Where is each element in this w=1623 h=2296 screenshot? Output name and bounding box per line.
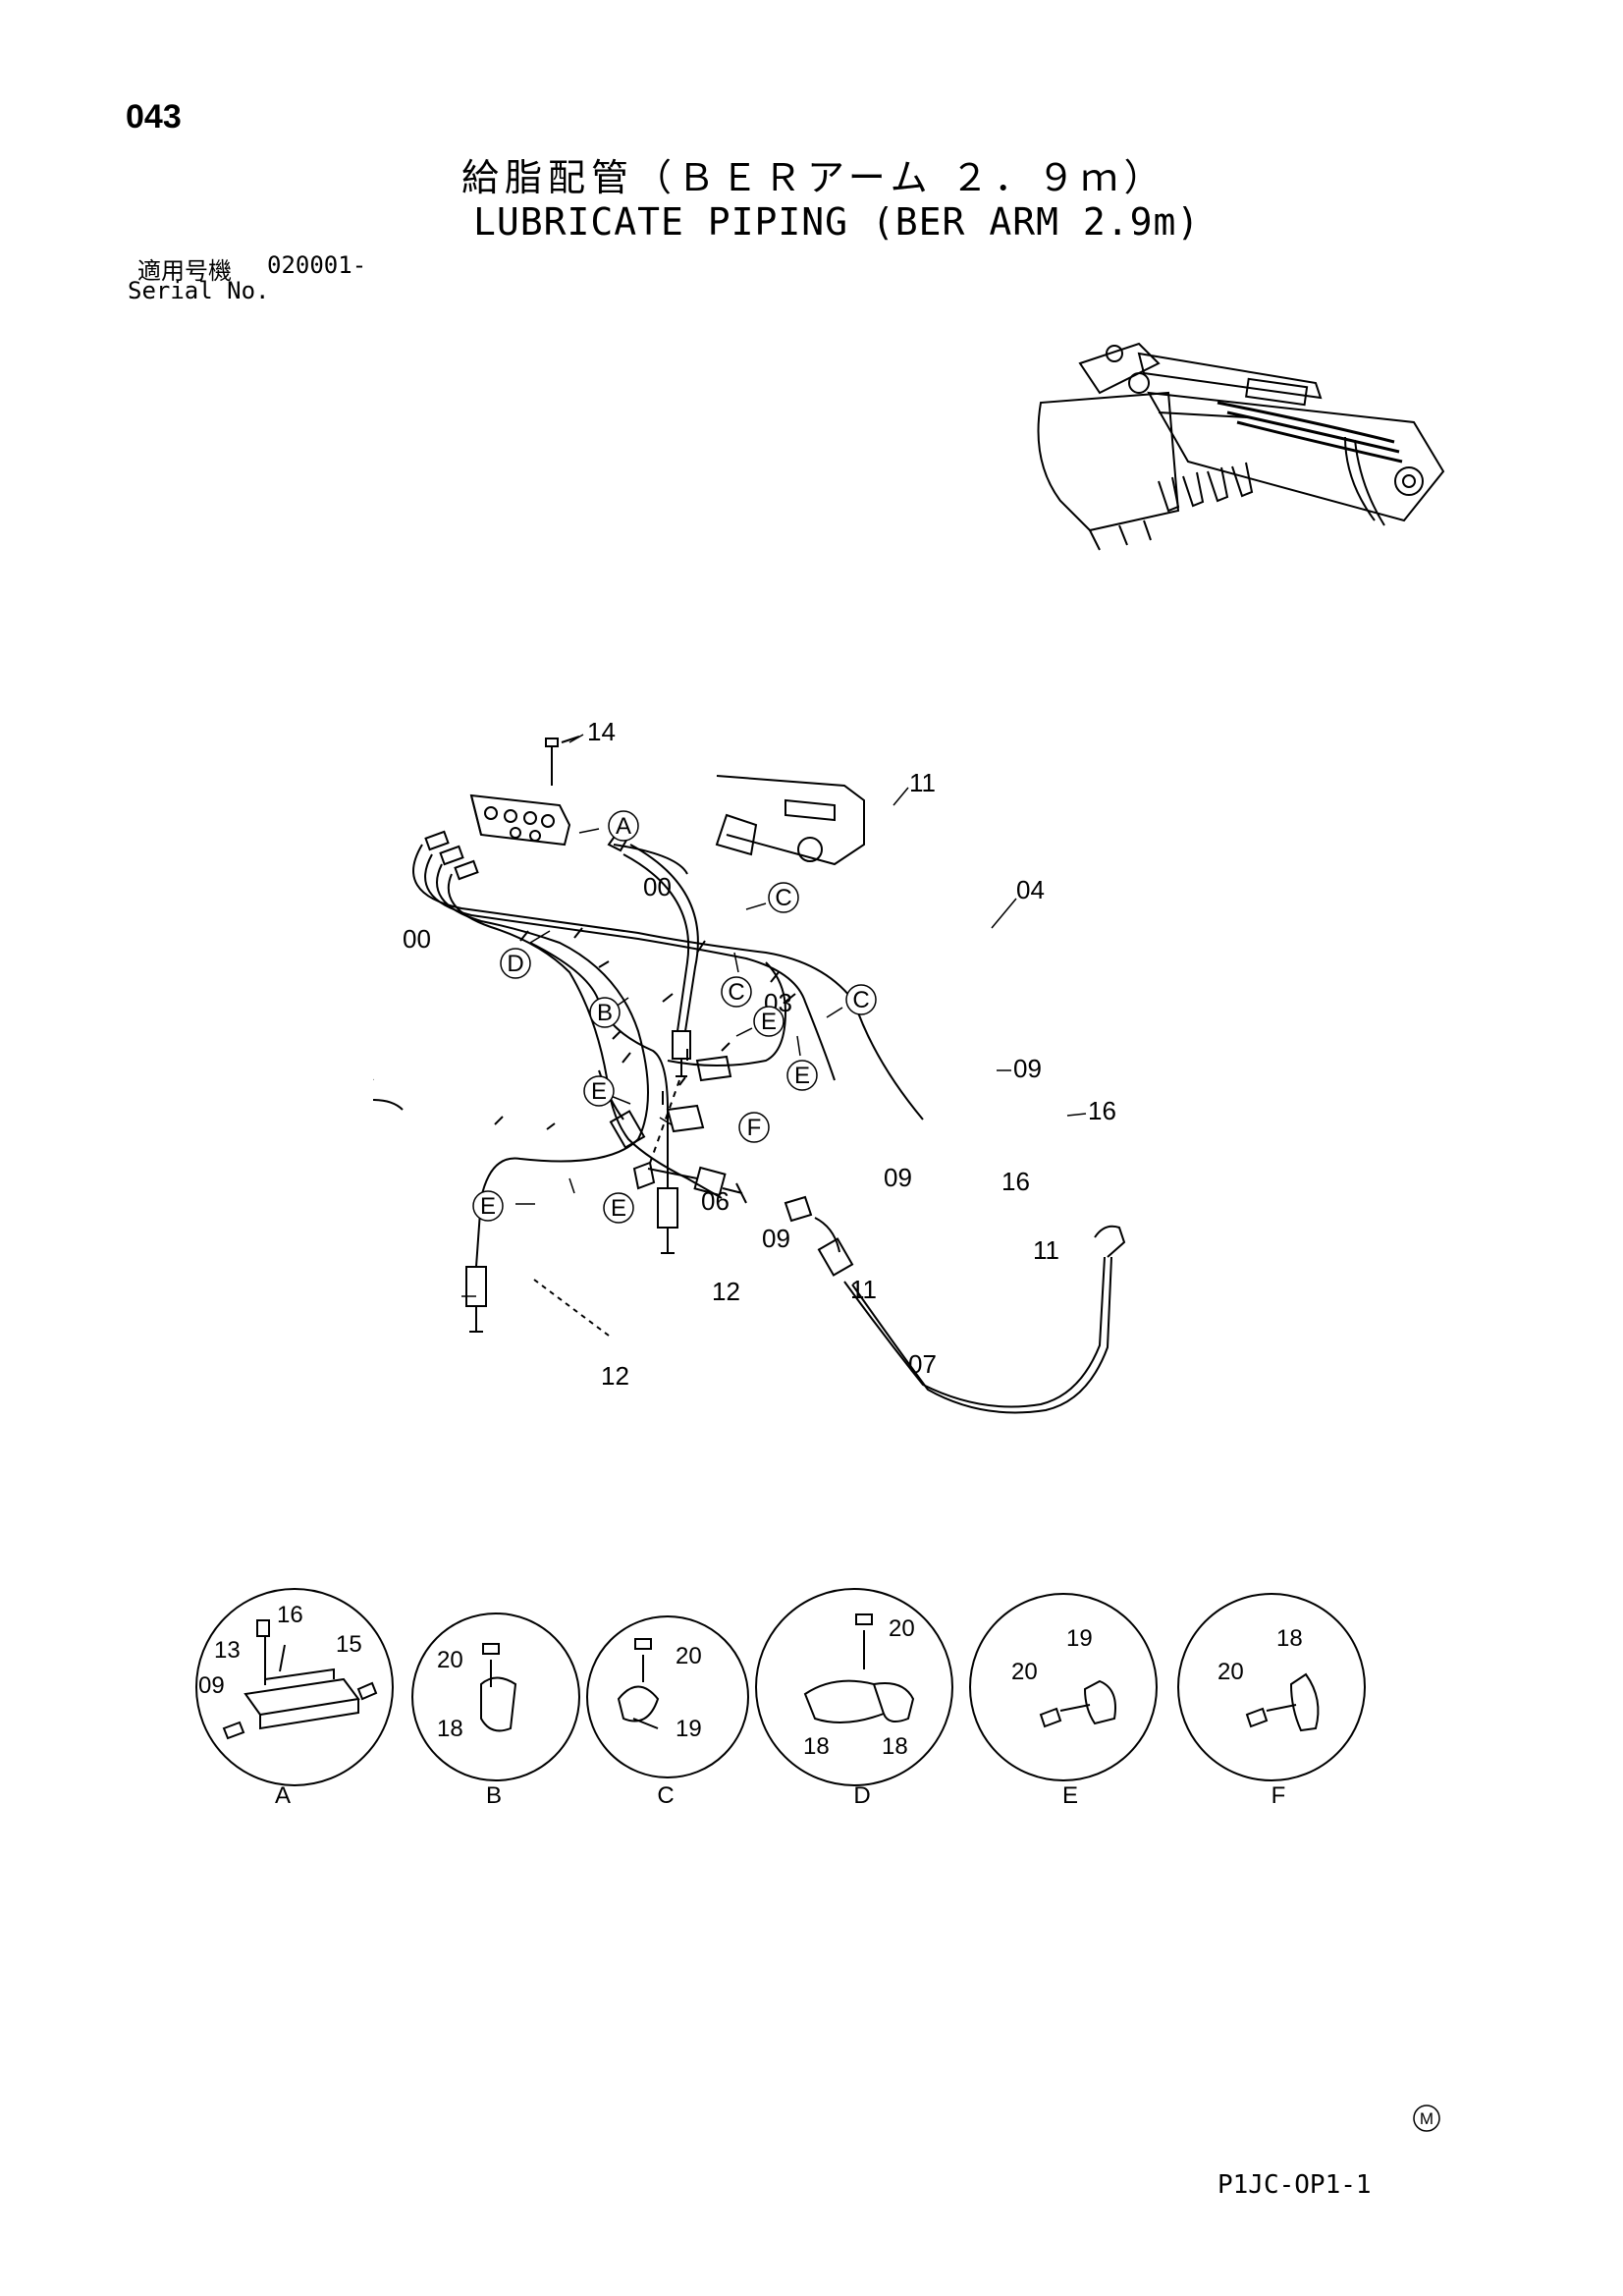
- arm-overview-illustration: [1037, 342, 1445, 551]
- part-label: 16: [1001, 1167, 1030, 1196]
- callout-e: E: [583, 1075, 631, 1107]
- callout-e: E: [472, 1190, 535, 1222]
- detail-letter: C: [657, 1782, 674, 1807]
- svg-text:M: M: [1420, 2109, 1434, 2128]
- callout-c: C: [826, 984, 877, 1018]
- svg-text:F: F: [747, 1115, 762, 1141]
- detail-a: 16 13 15 09 A: [195, 1588, 394, 1807]
- serial-label-english: Serial No.: [128, 277, 270, 304]
- part-label: 07: [908, 1349, 937, 1379]
- part-label: 20: [1217, 1659, 1244, 1685]
- part-label: 09: [762, 1224, 790, 1253]
- part-label: 09: [198, 1672, 225, 1699]
- part-label: 18: [882, 1733, 908, 1760]
- svg-text:A: A: [616, 813, 631, 840]
- detail-letter: F: [1271, 1782, 1286, 1807]
- svg-text:E: E: [611, 1195, 626, 1222]
- part-label: 11: [909, 768, 936, 797]
- part-label: 20: [437, 1647, 463, 1673]
- detail-letter: A: [275, 1782, 291, 1807]
- part-label: 18: [437, 1716, 463, 1742]
- m-mark-icon: M: [1413, 2105, 1440, 2132]
- main-diagram-labels: 14 11 04 00 00 09 09 16 16 03 06 09 11 1…: [403, 717, 1116, 1391]
- part-label: 12: [601, 1361, 629, 1391]
- document-code: P1JC-OP1-1: [1217, 2170, 1372, 2200]
- title-japanese: 給脂配管（ＢＥＲアーム ２．９ｍ）: [461, 156, 1167, 199]
- part-label: 00: [643, 872, 672, 902]
- part-label: 20: [1011, 1659, 1038, 1685]
- part-label: 04: [1016, 875, 1045, 904]
- callout-e: E: [735, 1006, 784, 1037]
- part-label: 13: [214, 1637, 241, 1664]
- detail-letter: D: [853, 1782, 870, 1807]
- detail-b: 20 18 B: [411, 1613, 580, 1807]
- svg-text:B: B: [597, 1000, 613, 1026]
- part-label: 00: [403, 924, 431, 954]
- callout-c: C: [745, 882, 799, 913]
- part-label: 19: [676, 1716, 702, 1742]
- callout-a: A: [578, 810, 639, 842]
- part-label: 19: [1066, 1625, 1093, 1652]
- callout-b: B: [589, 997, 629, 1028]
- callout-e: E: [786, 1035, 818, 1091]
- distributor-block: [469, 793, 571, 847]
- detail-views: 16 13 15 09 A 20 18 B 20 19 C: [195, 1588, 1366, 1807]
- part-label: 18: [1276, 1625, 1303, 1652]
- part-label: 20: [676, 1643, 702, 1669]
- svg-text:E: E: [794, 1063, 810, 1089]
- detail-letter: E: [1062, 1782, 1078, 1807]
- part-label: 11: [1033, 1235, 1059, 1265]
- callout-c: C: [721, 952, 752, 1008]
- svg-text:C: C: [852, 987, 869, 1013]
- title-english: LUBRICATE PIPING (BER ARM 2.9m): [473, 200, 1201, 244]
- callout-e: E: [568, 1177, 634, 1224]
- part-label: 18: [803, 1733, 830, 1760]
- part-label: 11: [850, 1275, 877, 1304]
- callout-f: F: [659, 1112, 770, 1143]
- part-label: 14: [587, 717, 616, 746]
- page-number: 043: [126, 98, 182, 136]
- detail-letter: B: [486, 1782, 502, 1807]
- svg-text:C: C: [728, 979, 744, 1006]
- svg-text:C: C: [775, 885, 791, 911]
- part-label: 20: [889, 1615, 915, 1642]
- part-label: 12: [712, 1277, 740, 1306]
- part-label: 15: [336, 1631, 362, 1658]
- svg-text:E: E: [480, 1193, 496, 1220]
- detail-d: 20 18 18 D: [755, 1588, 953, 1807]
- part-label: 16: [1088, 1096, 1116, 1125]
- part-label: 06: [701, 1186, 730, 1216]
- svg-text:E: E: [761, 1009, 777, 1035]
- callout-d: D: [500, 930, 551, 979]
- part-label: 16: [277, 1602, 303, 1628]
- detail-f: 18 20 F: [1177, 1593, 1366, 1807]
- part-label: 09: [1013, 1054, 1042, 1083]
- serial-value: 020001-: [267, 251, 367, 279]
- serial-label-japanese: 適用号機: [137, 257, 232, 285]
- svg-text:D: D: [507, 951, 523, 977]
- detail-c: 20 19 C: [586, 1615, 749, 1807]
- svg-text:E: E: [591, 1078, 607, 1105]
- detail-e: 19 20 E: [969, 1593, 1158, 1807]
- part-label: 09: [884, 1163, 912, 1192]
